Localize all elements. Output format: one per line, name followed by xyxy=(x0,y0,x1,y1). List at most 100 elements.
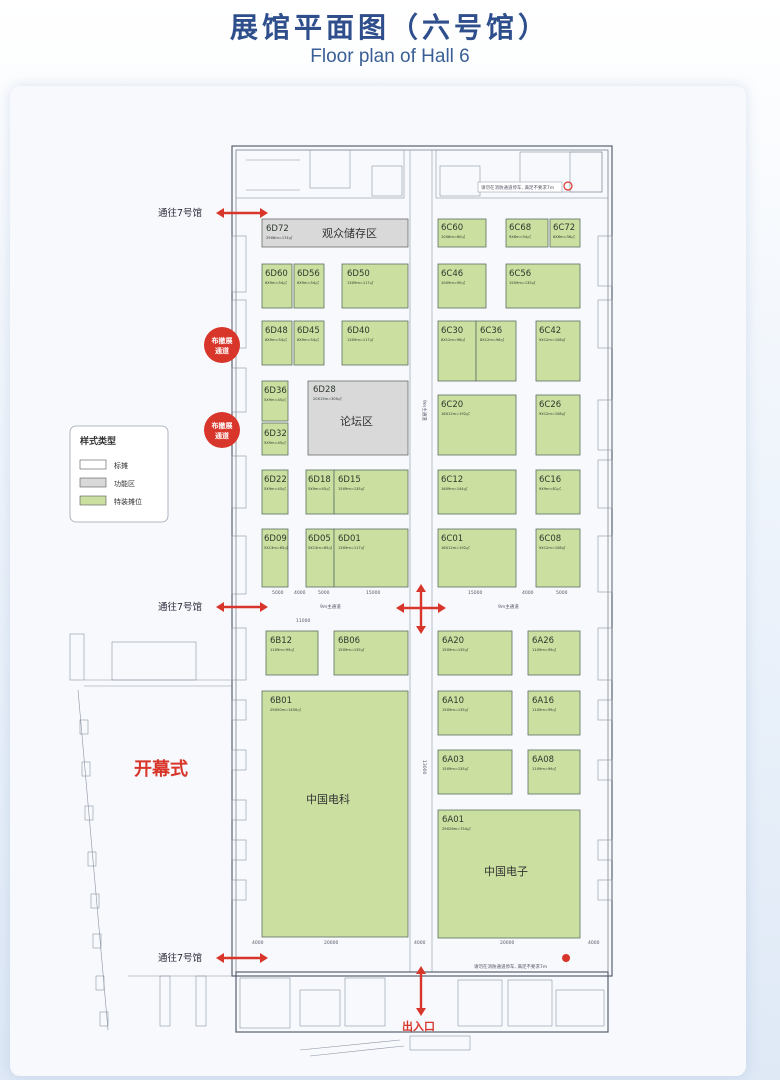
aisle-right-label: 9m主通道 xyxy=(498,603,519,610)
booth-6C12 xyxy=(437,469,517,515)
dim-top-5: 15000 xyxy=(468,590,482,596)
notice-bottom: 请勿在消防通道停车, 满足不要求7m xyxy=(474,963,547,970)
booth-6D40-id: 6D40 xyxy=(347,326,370,336)
booth-6D18-id: 6D18 xyxy=(308,475,331,485)
setup-channel-2-line2: 通道 xyxy=(215,431,229,440)
booth-6D32 xyxy=(261,422,289,456)
booth-6C01 xyxy=(437,528,517,588)
legend-label-standard: 标摊 xyxy=(114,461,128,470)
booth-6D40 xyxy=(341,320,409,366)
booth-6D05-size: 5X13m=65㎡ xyxy=(308,545,332,550)
dim-top-1: 5000 xyxy=(272,590,284,596)
booth-6A16-size: 11X9m=99㎡ xyxy=(532,707,556,712)
booth-6A08 xyxy=(527,749,581,795)
dim-top-2: 4000 xyxy=(294,590,306,596)
booth-6D05-id: 6D05 xyxy=(308,534,331,544)
entrance-arrow-icon xyxy=(416,966,426,1016)
booth-6C42-id: 6C42 xyxy=(539,326,561,336)
booth-6C72-id: 6C72 xyxy=(553,223,575,233)
booth-6D50 xyxy=(341,263,409,309)
booth-6C16 xyxy=(535,469,581,515)
booth-6D18-size: 5X9m=45㎡ xyxy=(308,486,330,491)
legend-label-special: 特装摊位 xyxy=(114,497,142,506)
booth-6D50-id: 6D50 xyxy=(347,269,370,279)
to-hall7-label-top: 通往7号馆 xyxy=(158,207,202,219)
legend-swatch-special xyxy=(79,495,107,506)
booth-6B12-size: 11X9m=99㎡ xyxy=(270,647,294,652)
booth-6D50-size: 13X9m=117㎡ xyxy=(347,280,374,285)
booth-6A01-size: 29X26m=754㎡ xyxy=(442,826,471,831)
booth-6D40-size: 13X9m=117㎡ xyxy=(347,337,374,342)
booth-6D32-size: 5X9m=45㎡ xyxy=(264,440,286,445)
booth-6D01-size: 13X9m=117㎡ xyxy=(338,545,365,550)
booth-6D28-id: 6D28 xyxy=(313,385,336,395)
booth-6D48 xyxy=(261,320,293,366)
booth-6C42 xyxy=(535,320,581,382)
booth-6C36-id: 6C36 xyxy=(480,326,502,336)
legend-label-function: 功能区 xyxy=(114,479,135,488)
booth-6C08-id: 6C08 xyxy=(539,534,561,544)
booth-6A03-id: 6A03 xyxy=(442,755,464,765)
booth-6D36 xyxy=(261,380,289,422)
booth-6B06-size: 15X9m=135㎡ xyxy=(338,647,365,652)
booth-6C26 xyxy=(535,394,581,456)
arrow-to-hall7-top xyxy=(216,208,268,218)
booth-6B01-id: 6B01 xyxy=(270,696,292,706)
booth-6A26-size: 11X9m=99㎡ xyxy=(532,647,556,652)
booth-6D56 xyxy=(293,263,325,309)
booth-6C30 xyxy=(437,320,477,382)
booth-6C36-size: 8X12m=96㎡ xyxy=(480,337,504,342)
booth-6C60-id: 6C60 xyxy=(441,223,463,233)
legend-swatch-function xyxy=(79,477,107,488)
booth-6D60 xyxy=(261,263,293,309)
booth-6C26-size: 9X12m=108㎡ xyxy=(539,411,566,416)
booth-6C20-size: 16X12m=192㎡ xyxy=(441,411,470,416)
aisle-vertical-label-2: 13000 xyxy=(421,760,427,774)
booth-6D09-id: 6D09 xyxy=(264,534,287,544)
booth-6C42-size: 9X12m=108㎡ xyxy=(539,337,566,342)
booth-6C46 xyxy=(437,263,487,309)
booth-6C26-id: 6C26 xyxy=(539,400,561,410)
cross-arrow-icon xyxy=(396,584,446,634)
dim-top-4: 15000 xyxy=(366,590,380,596)
setup-channel-badge-2: 布撤展 通道 xyxy=(204,412,240,448)
booth-6D60-size: 6X9m=54㎡ xyxy=(265,280,287,285)
booth-6C30-size: 8X12m=96㎡ xyxy=(441,337,465,342)
booth-6D72-size: 29X6m=174㎡ xyxy=(266,235,293,240)
booth-6C08 xyxy=(535,528,581,588)
to-hall7-label-bottom: 通往7号馆 xyxy=(158,952,202,964)
booth-6C68-size: 9X6m=54㎡ xyxy=(509,234,531,239)
booth-6D01-id: 6D01 xyxy=(338,534,361,544)
booth-6C60-size: 10X6m=60㎡ xyxy=(441,234,465,239)
booth-6A03-size: 15X9m=135㎡ xyxy=(442,766,469,771)
setup-channel-2-line1: 布撤展 xyxy=(212,421,234,430)
booth-6A10 xyxy=(437,690,513,736)
booth-6D60-id: 6D60 xyxy=(265,269,288,279)
booth-6D05 xyxy=(305,528,335,588)
setup-channel-1-line1: 布撤展 xyxy=(212,336,234,345)
booth-6C56 xyxy=(505,263,581,309)
booth-6B06 xyxy=(333,630,409,676)
booth-6D72 xyxy=(261,218,409,248)
notice-top-box xyxy=(477,181,563,193)
booth-6D72-id: 6D72 xyxy=(266,224,289,234)
location-pin-icon xyxy=(563,181,573,191)
booth-6D15-size: 15X9m=135㎡ xyxy=(338,486,365,491)
dim-bottom-5: 4000 xyxy=(588,940,600,946)
booth-6D15-id: 6D15 xyxy=(338,475,361,485)
booth-6C72 xyxy=(549,218,581,248)
booth-6A10-id: 6A10 xyxy=(442,696,464,706)
booth-6D09 xyxy=(261,528,289,588)
dim-bottom-4: 20000 xyxy=(500,940,514,946)
booth-6C01-size: 16X12m=192㎡ xyxy=(441,545,470,550)
booth-6C46-size: 10X9m=90㎡ xyxy=(441,280,465,285)
booth-6B12 xyxy=(265,630,319,676)
booth-6D18 xyxy=(305,469,335,515)
entrance-label: 出入口 xyxy=(402,1019,435,1033)
dim-bottom-3: 4000 xyxy=(414,940,426,946)
area-cec: 中国电子 xyxy=(484,865,528,878)
setup-channel-1-line2: 通道 xyxy=(215,346,229,355)
booth-6C36 xyxy=(475,320,517,382)
booth-6D28 xyxy=(307,380,409,456)
